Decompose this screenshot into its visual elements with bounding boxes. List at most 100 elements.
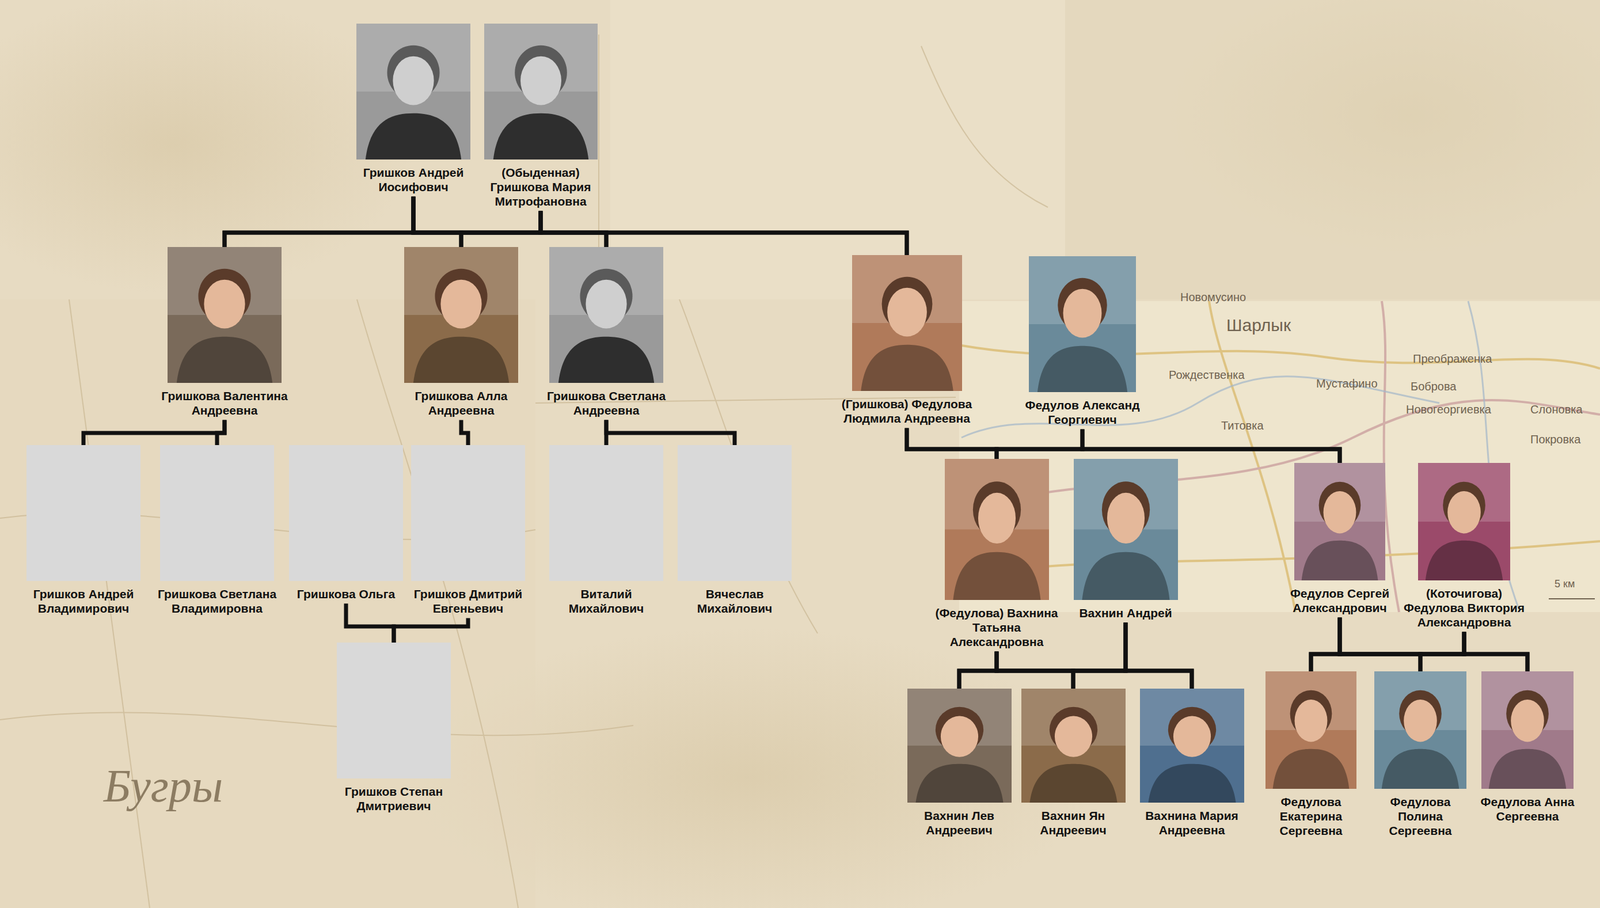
- portrait-photo: [549, 246, 664, 383]
- person-name: Гришкова Светлана Владимировна: [156, 586, 278, 616]
- person-name: Гришков Дмитрий Евгеньевич: [407, 586, 529, 616]
- person-name: Вахнин Ян Андреевич: [1017, 808, 1130, 838]
- map-place-name: Шарлык: [1226, 315, 1291, 336]
- portrait-photo: [907, 688, 1012, 803]
- portrait-photo: [404, 246, 519, 383]
- family-connector: [1073, 622, 1126, 689]
- family-connector: [906, 427, 997, 459]
- photo-ground: [1028, 256, 1136, 393]
- person-name: Гришков Андрей Иосифович: [351, 165, 476, 195]
- person-card: Федулова Анна Сергеевна: [1475, 671, 1580, 824]
- map-scale-bar: [1548, 598, 1595, 600]
- person-card: Гришкова Валентина Андреевна: [155, 246, 294, 418]
- person-name: (Коточигова) Федулова Виктория Александр…: [1402, 586, 1527, 630]
- person-card: Вячеслав Михайлович: [673, 445, 797, 616]
- family-connector: [461, 211, 541, 247]
- person-name: Федулова Анна Сергеевна: [1475, 794, 1580, 824]
- portrait-shoulders: [413, 336, 509, 383]
- person-name: (Федулова) Вахнина Татьяна Александровна: [933, 605, 1060, 650]
- portrait-shoulders: [1301, 540, 1379, 581]
- photo-placeholder: [289, 445, 404, 581]
- map-place-name: Слоновка: [1530, 403, 1583, 417]
- portrait-face: [392, 56, 434, 106]
- family-connector: [1310, 617, 1340, 672]
- family-connector: [413, 196, 462, 247]
- person-name: Гришкова Светлана Андреевна: [537, 388, 676, 418]
- person-card: (Обыденная) Гришкова Мария Митрофановна: [479, 23, 603, 209]
- family-connector: [1339, 617, 1421, 672]
- portrait-shoulders: [365, 113, 462, 160]
- person-card: Гришкова Светлана Владимировна: [156, 445, 278, 616]
- portrait-shoulders: [176, 336, 273, 383]
- family-connector: [83, 419, 225, 446]
- portrait-face: [1510, 699, 1545, 742]
- family-connector: [1464, 632, 1528, 672]
- map-place-name: Боброва: [1410, 379, 1457, 394]
- map-lines: [0, 34, 1048, 908]
- family-connector: [996, 428, 1083, 459]
- portrait-face: [203, 279, 245, 329]
- family-connector: [1310, 632, 1465, 672]
- person-card: Гришкова Ольга: [287, 445, 406, 602]
- photo-placeholder: [677, 445, 792, 581]
- person-name: Федулов Александ Георгиевич: [1001, 397, 1164, 427]
- person-card: (Гришкова) Федулова Людмила Андреевна: [826, 255, 988, 426]
- family-connector: [1125, 622, 1192, 689]
- portrait-shoulders: [1425, 540, 1503, 581]
- portrait-photo: [1374, 671, 1467, 789]
- person-name: Гришков Степан Дмитриевич: [327, 784, 461, 813]
- person-card: (Федулова) Вахнина Татьяна Александровна: [933, 458, 1060, 650]
- portrait-shoulders: [1029, 764, 1117, 803]
- old-document: [1065, 0, 1600, 300]
- portrait-shoulders: [915, 764, 1003, 803]
- portrait-face: [1172, 716, 1211, 758]
- family-connector: [461, 419, 469, 446]
- person-name: Гришков Андрей Владимирович: [23, 586, 144, 616]
- portrait-photo: [1139, 688, 1245, 803]
- portrait-photo: [26, 445, 141, 581]
- portrait-face: [585, 279, 627, 329]
- person-card: Федулова Екатерина Сергеевна: [1258, 671, 1365, 839]
- portrait-photo: [411, 445, 526, 581]
- photo-placeholder: [411, 445, 526, 581]
- photo-ground: [404, 246, 519, 383]
- person-card: (Коточигова) Федулова Виктория Александр…: [1402, 462, 1527, 630]
- person-card: Вахнин Лев Андреевич: [903, 688, 1016, 838]
- photo-ground: [1021, 688, 1126, 803]
- photo-placeholder: [160, 445, 275, 581]
- photo-ground: [167, 246, 282, 383]
- person-name: Гришкова Алла Андреевна: [392, 388, 531, 418]
- person-card: Гришкова Алла Андреевна: [392, 246, 531, 418]
- person-name: Вахнина Мария Андреевна: [1135, 808, 1249, 838]
- portrait-face: [520, 56, 562, 106]
- person-card: Виталий Михайлович: [544, 445, 669, 616]
- person-card: Гришков Андрей Владимирович: [23, 445, 144, 616]
- person-card: Гришков Андрей Иосифович: [351, 23, 476, 195]
- portrait-face: [1294, 699, 1328, 742]
- portrait-photo: [289, 445, 404, 581]
- portrait-shoulders: [1488, 749, 1567, 789]
- person-card: Вахнин Андрей: [1063, 458, 1188, 621]
- photo-ground: [484, 23, 598, 160]
- person-card: Вахнина Мария Андреевна: [1135, 688, 1249, 838]
- photo-ground: [1265, 671, 1357, 789]
- person-name: Виталий Михайлович: [544, 586, 669, 616]
- portrait-photo: [1028, 256, 1136, 393]
- person-card: Гришков Степан Дмитриевич: [327, 642, 461, 813]
- portrait-shoulders: [1081, 552, 1170, 600]
- portrait-photo: [677, 445, 792, 581]
- photo-placeholder: [549, 445, 664, 581]
- portrait-shoulders: [1272, 749, 1350, 789]
- map-place-name: Рождественка: [1168, 368, 1245, 382]
- map-place-name: Мустафино: [1316, 377, 1378, 391]
- portrait-face: [1106, 492, 1145, 544]
- photo-ground: [356, 23, 471, 160]
- portrait-photo: [356, 23, 471, 160]
- portrait-photo: [852, 255, 963, 391]
- family-connector: [346, 603, 394, 643]
- map-place-name: Новогеоргиевка: [1405, 403, 1492, 417]
- person-card: Федулов Александ Георгиевич: [1001, 256, 1164, 427]
- portrait-photo: [336, 642, 451, 779]
